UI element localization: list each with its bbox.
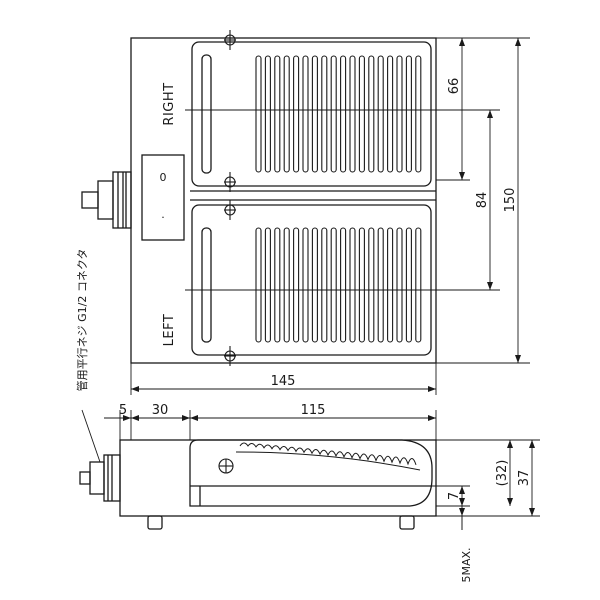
switch-mark-bottom: .	[161, 208, 165, 221]
mount-screws	[224, 30, 236, 366]
left-pedal-grille	[255, 227, 422, 343]
grille-slot	[283, 227, 290, 343]
grille-slot	[302, 227, 309, 343]
grille-slot	[340, 227, 347, 343]
grille-slot	[405, 227, 412, 343]
dim-5: 5	[119, 403, 127, 418]
grille-slot	[321, 227, 328, 343]
screw-icon	[224, 200, 236, 220]
top-view	[81, 37, 437, 364]
grille-slot	[274, 227, 281, 343]
grille-slot	[396, 227, 403, 343]
right-pedal-grille	[255, 55, 422, 173]
screw-icon	[224, 172, 236, 192]
switch-box	[141, 154, 185, 241]
side-pedal-tread	[235, 442, 421, 471]
side-view	[79, 439, 437, 530]
grille-slot	[274, 55, 281, 173]
grille-slot	[311, 55, 318, 173]
dim-32: (32)	[495, 460, 510, 487]
grille-slot	[293, 55, 300, 173]
side-foot-right	[399, 515, 415, 530]
grille-slot	[377, 55, 384, 173]
dim-37: 37	[517, 470, 532, 487]
left-pedal-slot	[201, 227, 212, 343]
grille-slot	[377, 227, 384, 343]
connector-stub	[81, 191, 99, 209]
grille-slot	[368, 55, 375, 173]
grille-slot	[255, 55, 262, 173]
grille-slot	[311, 227, 318, 343]
right-pedal-label: RIGHT	[162, 82, 177, 125]
dim-84: 84	[475, 192, 490, 209]
screw-icon	[218, 458, 234, 474]
grille-slot	[264, 55, 271, 173]
side-connector-stub	[79, 471, 91, 485]
grille-slot	[415, 227, 422, 343]
dim-5max: 5MAX.	[460, 547, 473, 582]
dim-150: 150	[503, 188, 518, 213]
connector-nut	[97, 180, 114, 220]
center-lines	[185, 109, 500, 291]
side-connector-nut	[89, 461, 105, 495]
side-pedal	[189, 439, 433, 507]
side-base	[119, 439, 437, 517]
dim-66: 66	[447, 78, 462, 95]
grille-slot	[330, 227, 337, 343]
connector-body	[112, 171, 132, 229]
grille-slot	[283, 55, 290, 173]
dimension-lines-side	[104, 410, 540, 530]
left-pedal	[191, 204, 432, 356]
grille-slot	[302, 55, 309, 173]
grille-slot	[405, 55, 412, 173]
grille-slot	[349, 227, 356, 343]
grille-slot	[387, 55, 394, 173]
dimension-arrows-side	[123, 415, 535, 516]
tread-line	[235, 451, 421, 471]
grille-slot	[255, 227, 262, 343]
tread-ridge	[239, 442, 417, 466]
dim-30: 30	[152, 403, 169, 418]
dimension-lines-top	[130, 37, 530, 395]
grille-slot	[387, 227, 394, 343]
left-pedal-label: LEFT	[162, 314, 177, 347]
grille-slot	[340, 55, 347, 173]
grille-slot	[368, 227, 375, 343]
grille-slot	[330, 55, 337, 173]
connector-leader	[81, 409, 101, 463]
grille-slot	[396, 55, 403, 173]
grille-slot	[349, 55, 356, 173]
dim-145: 145	[271, 374, 296, 389]
grille-slot	[358, 227, 365, 343]
right-pedal	[191, 41, 432, 187]
dimension-arrows-top	[131, 38, 521, 392]
dim-7: 7	[447, 492, 462, 500]
grille-slot	[264, 227, 271, 343]
grille-slot	[321, 55, 328, 173]
dim-115: 115	[301, 403, 326, 418]
screw-icon	[224, 346, 236, 366]
right-pedal-slot	[201, 54, 212, 174]
grille-slot	[415, 55, 422, 173]
switch-mark-top: 0	[160, 171, 167, 184]
grille-slot	[293, 227, 300, 343]
screw-icon	[224, 30, 236, 50]
side-foot-left	[147, 515, 163, 530]
grille-slot	[358, 55, 365, 173]
connector-label: 管用平行ネジ G1/2 コネクタ	[75, 249, 89, 392]
